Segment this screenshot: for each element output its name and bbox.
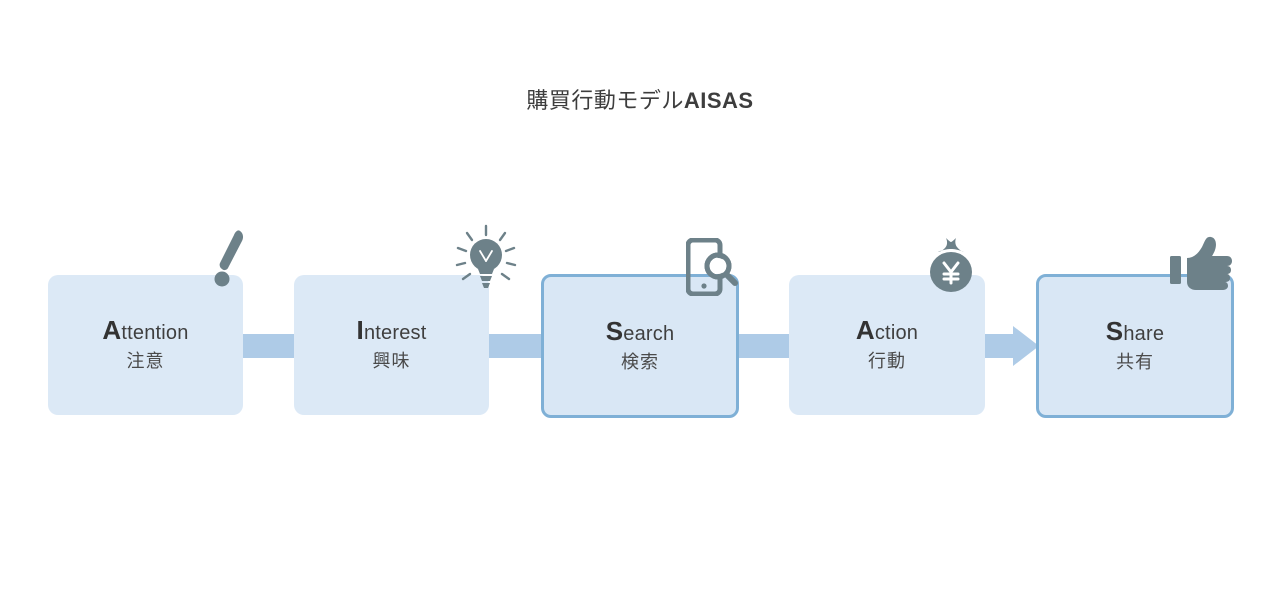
stage-initial-attention: A [102, 315, 122, 345]
stage-rest-share: hare [1123, 323, 1165, 345]
page-title: 購買行動モデルAISAS [0, 86, 1280, 116]
connector-interest-to-search [478, 334, 550, 358]
stage-initial-share: S [1105, 316, 1124, 346]
page-title-japanese: 購買行動モデル [526, 88, 684, 113]
connector-search-to-action [727, 334, 799, 358]
stage-label-jp-attention: 注意 [126, 351, 165, 371]
stage-box-interest[interactable]: Interest 興味 [294, 275, 489, 415]
stage-initial-interest: I [356, 315, 364, 345]
stage-label-en-search: Search [605, 316, 675, 346]
stage-label-en-interest: Interest [356, 315, 427, 345]
stage-box-search[interactable]: Search 検索 [541, 274, 739, 418]
stage-label-jp-search: 検索 [621, 352, 659, 372]
stage-rest-search: earch [623, 323, 675, 345]
connector-attention-to-interest [232, 334, 304, 358]
stage-rest-interest: nterest [363, 322, 427, 344]
stage-box-attention[interactable]: Attention 注意 [48, 275, 243, 415]
stage-label-jp-interest: 興味 [372, 351, 411, 371]
stage-label-jp-share: 共有 [1116, 352, 1154, 372]
stage-label-en-action: Action [855, 315, 919, 345]
stage-initial-action: A [855, 315, 875, 345]
page-title-english: AISAS [683, 88, 754, 113]
stage-label-en-attention: Attention [102, 315, 189, 345]
stage-box-action[interactable]: Action 行動 [789, 275, 985, 415]
stage-label-en-share: Share [1105, 316, 1165, 346]
stage-rest-action: ction [874, 322, 919, 344]
stage-label-jp-action: 行動 [868, 351, 906, 371]
stage-rest-attention: ttention [121, 322, 189, 344]
stage-box-share[interactable]: Share 共有 [1036, 274, 1234, 418]
stage-initial-search: S [605, 316, 624, 346]
connector-action-to-share-arrow [975, 326, 1039, 366]
